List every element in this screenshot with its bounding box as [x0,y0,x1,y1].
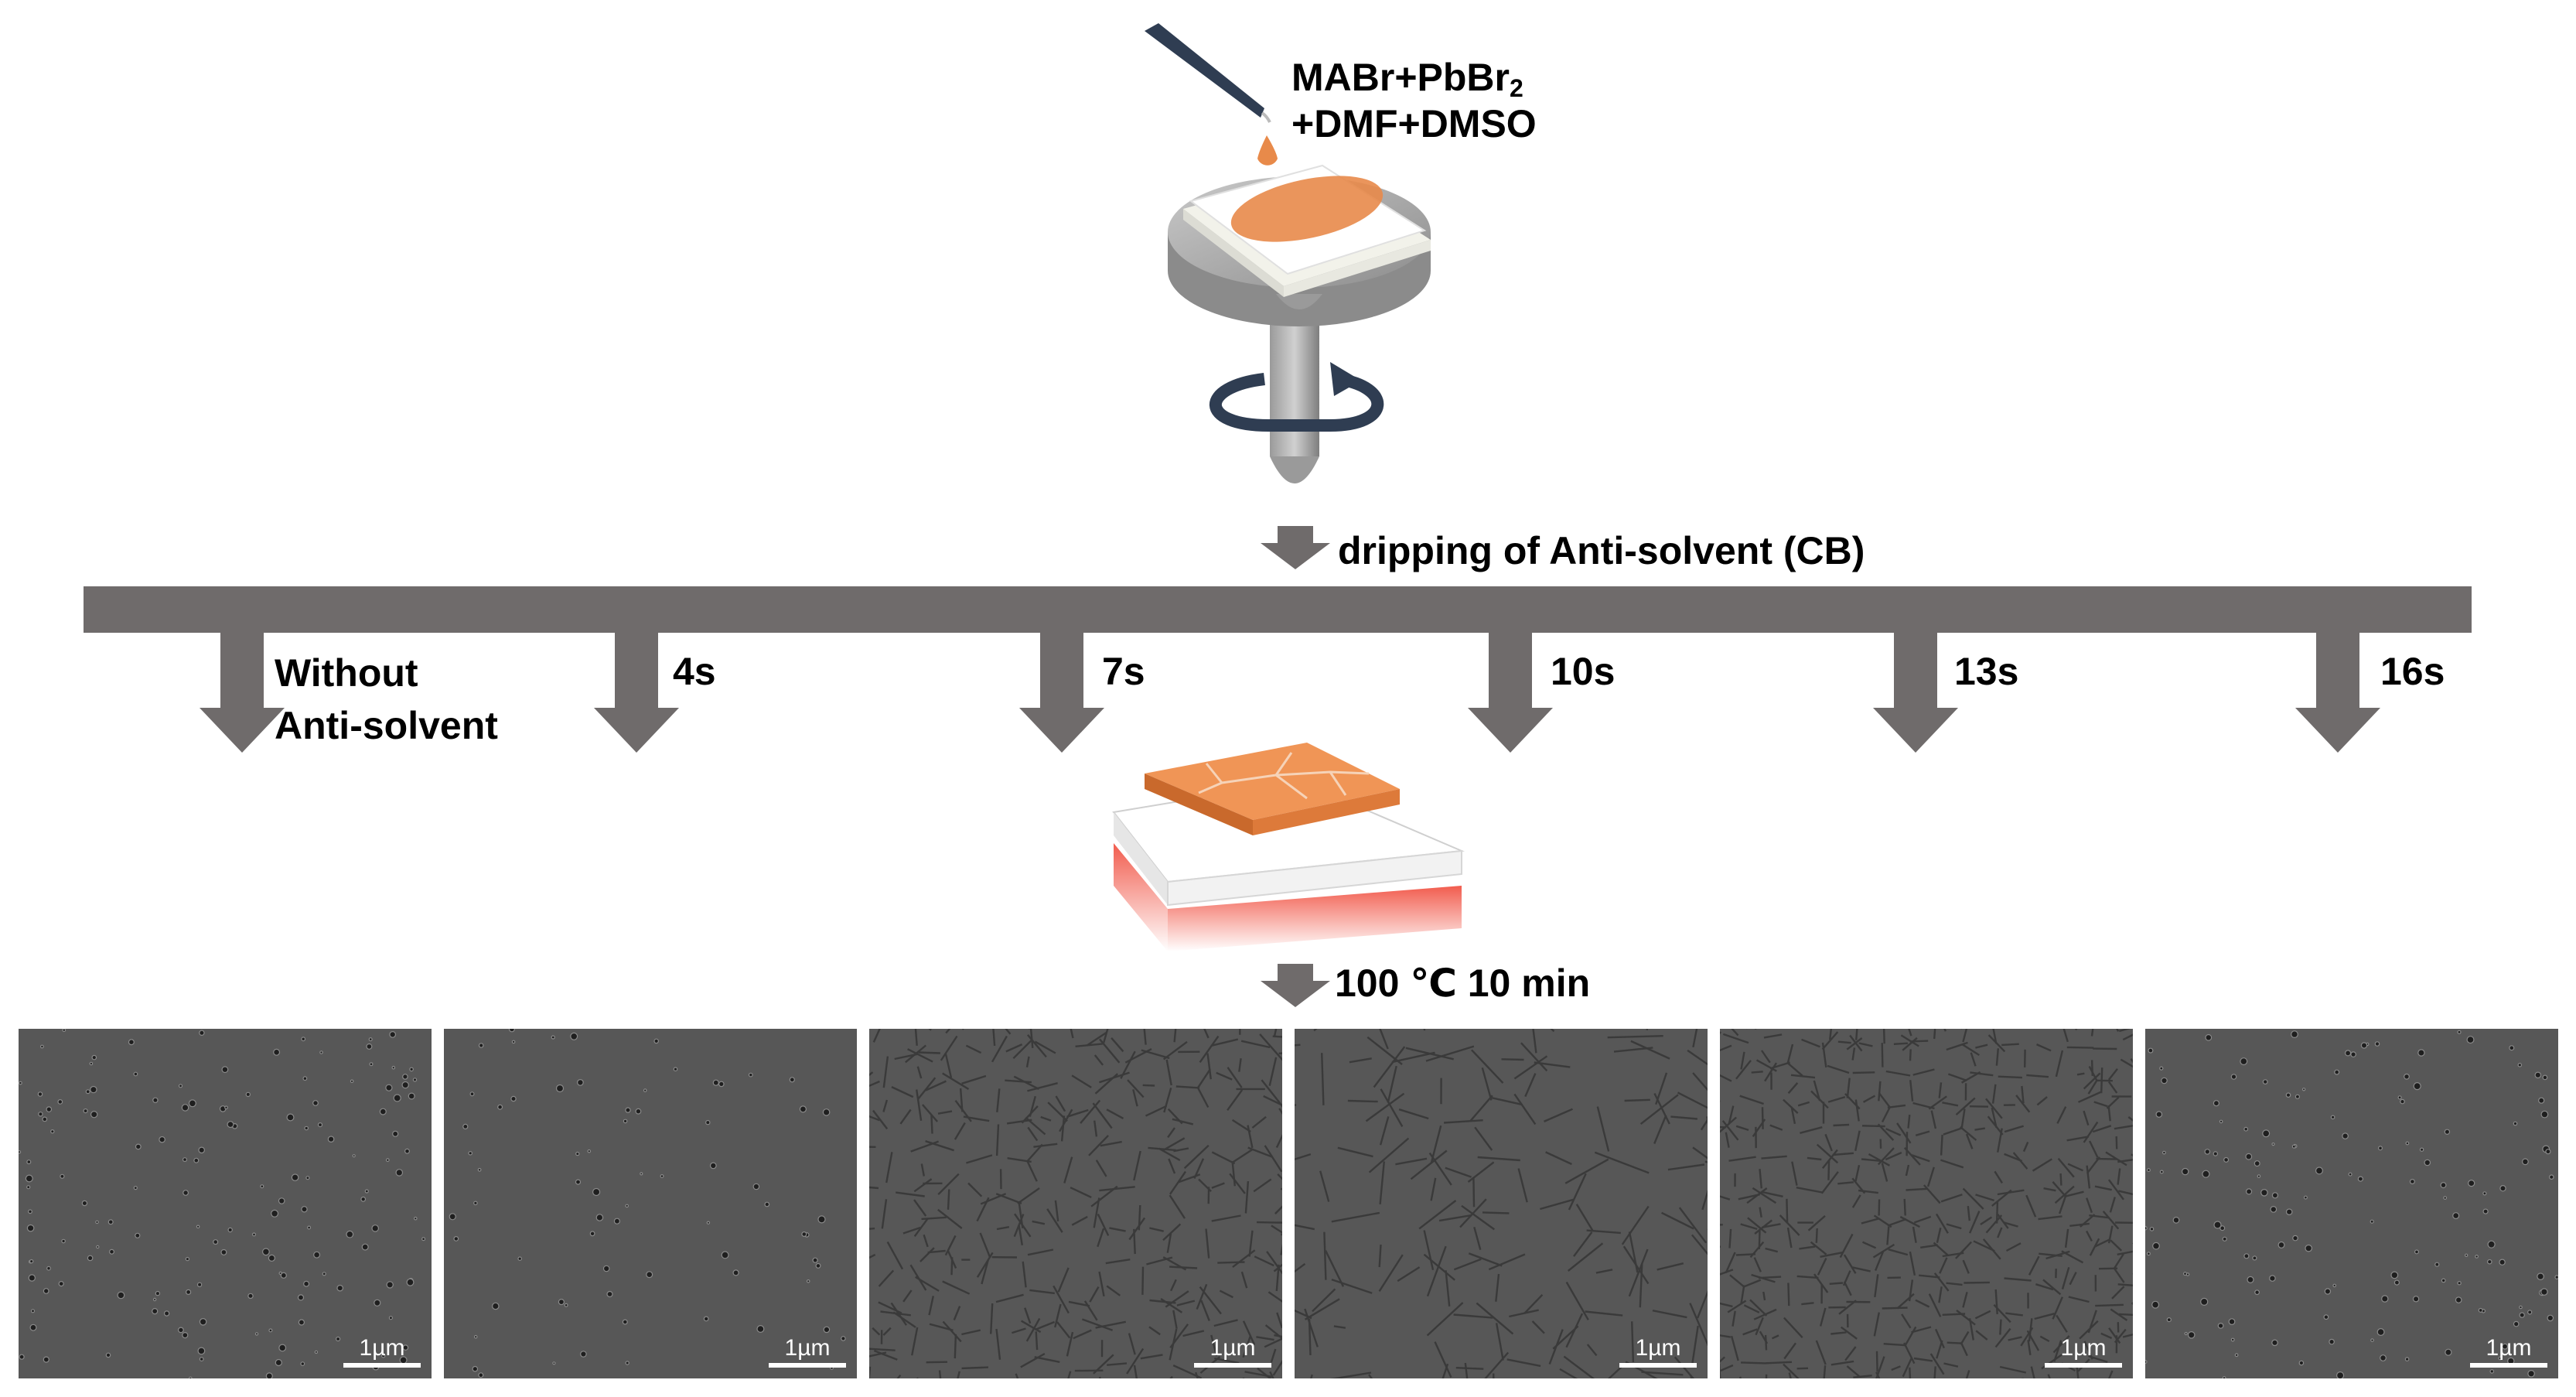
branch-label-10s: 10s [1551,650,1616,693]
process-bar [84,586,2472,633]
spin-shaft [1270,317,1319,483]
branch-arrow-without [200,630,285,753]
branch-arrow-13s [1873,630,1958,753]
scale-bar: 1µm [769,1335,846,1368]
branch-arrow-4s [594,630,679,753]
sem-image-16s: 1µm [2145,1029,2558,1378]
sem-image-4s: 1µm [444,1029,857,1378]
sem-image-10s: 1µm [1295,1029,1708,1378]
substrate [1183,164,1431,297]
precursor-solution-label: MABr+PbBr2 +DMF+DMSO [1291,56,1537,145]
scale-bar: 1µm [2045,1335,2122,1368]
scale-bar: 1µm [2470,1335,2547,1368]
annealed-film-illustration [1112,743,1465,951]
dripping-step-label: dripping of Anti-solvent (CB) [1338,529,1865,572]
branch-label-7s: 7s [1102,650,1145,693]
sem-image-7s: 1µm [869,1029,1282,1378]
branch-arrow-16s [2295,630,2380,753]
scale-bar: 1µm [1194,1335,1271,1368]
spin-coater-illustration [1145,23,1431,483]
pipette-icon [1145,23,1271,123]
scale-bar: 1µm [1619,1335,1697,1368]
branch-label-4s: 4s [673,650,716,693]
branch-arrow-10s [1468,630,1553,753]
scale-bar: 1µm [343,1335,421,1368]
branch-arrow-7s [1019,630,1104,753]
anneal-arrow-icon [1261,964,1330,1007]
sem-image-13s: 1µm [1720,1029,2133,1378]
branch-label-13s: 13s [1954,650,2019,693]
dripping-arrow-icon [1261,526,1330,569]
branch-label-16s: 16s [2380,650,2445,693]
droplet-icon [1257,135,1278,166]
rotation-arrow-icon [1209,362,1384,432]
sem-image-without: 1µm [19,1029,432,1378]
anneal-step-label: 100 ℃ 10 min [1335,962,1591,1005]
